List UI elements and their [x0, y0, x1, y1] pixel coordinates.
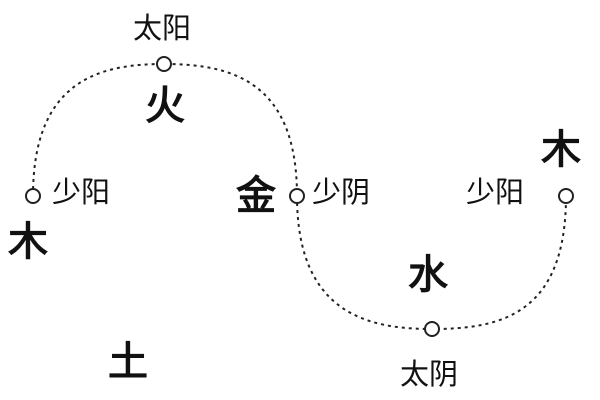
- shaoyang-right-label: 少阳: [466, 175, 525, 209]
- wood-left-phase-label: 木: [8, 218, 48, 265]
- shaoyin-node: [289, 188, 305, 204]
- water-phase-label: 水: [408, 251, 448, 298]
- taiyin-label: 太阴: [400, 357, 459, 391]
- taiyin-node: [424, 321, 440, 337]
- upper-arch-curve: [32, 62, 298, 197]
- shaoyang-left-node: [25, 188, 41, 204]
- shaoyang-left-label: 少阳: [52, 175, 111, 209]
- fire-phase-label: 火: [145, 82, 185, 129]
- shaoyin-label: 少阴: [312, 175, 371, 209]
- earth-phase-label: 土: [108, 338, 148, 385]
- metal-phase-label: 金: [236, 172, 276, 219]
- taiyang-node: [156, 56, 172, 72]
- wood-right-phase-label: 木: [541, 126, 581, 173]
- taiyang-label: 太阳: [133, 11, 192, 45]
- shaoyang-right-node: [558, 188, 574, 204]
